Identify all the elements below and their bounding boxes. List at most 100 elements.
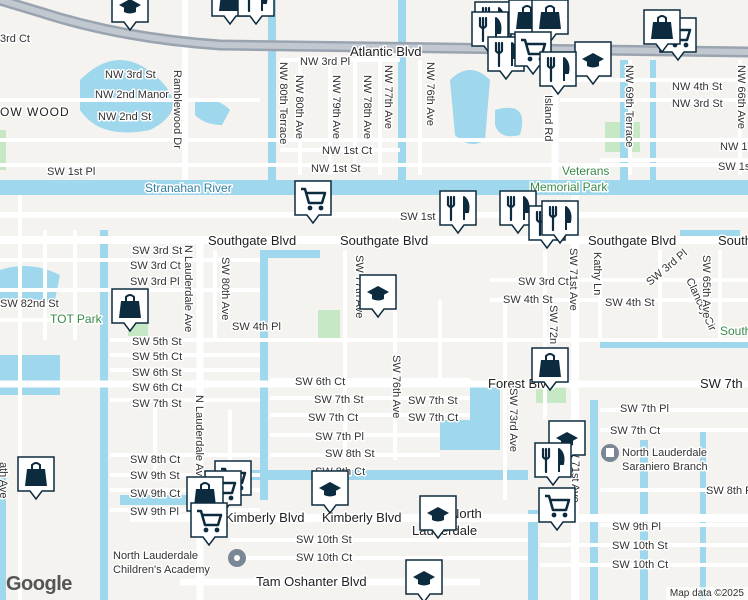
- map-attribution[interactable]: Map data ©2025: [665, 587, 748, 600]
- school-marker[interactable]: [359, 274, 397, 319]
- label-sw-8th-pl-r: SW 8th Pl: [706, 485, 748, 497]
- label-nw-1-r: NW 1: [720, 141, 748, 153]
- label-saraniero-1: North Lauderdale: [622, 447, 707, 459]
- school-marker[interactable]: [405, 559, 443, 600]
- label-sw-3rd-pl: SW 3rd Pl: [130, 276, 180, 288]
- shopping-bag-marker[interactable]: [531, 347, 569, 392]
- label-sw-10th-ct: SW 10th Ct: [296, 552, 352, 564]
- label-nw-4th-st: NW 4th St: [672, 81, 722, 93]
- label-kimberly-blvd-1: Kimberly Blvd: [225, 510, 304, 525]
- minor-roads: [0, 58, 748, 600]
- label-nw-66th-ave: NW 66th Ave: [735, 65, 747, 129]
- label-sw-76th-ave: SW 76th Ave: [390, 355, 402, 418]
- label-ow-wood: OW WOOD: [0, 105, 70, 119]
- label-sw-4th-pl: SW 4th Pl: [232, 321, 281, 333]
- label-childrens-1: North Lauderdale: [113, 550, 198, 562]
- label-tam-oshanter: Tam Oshanter Blvd: [256, 574, 367, 589]
- label-sw-7th-ct: SW 7th Ct: [308, 412, 358, 424]
- label-sw-7th-ct-r: SW 7th Ct: [408, 412, 458, 424]
- label-saraniero-2: Saraniero Branch: [622, 461, 708, 473]
- label-nw-79th-ave: NW 79th Ave: [330, 75, 342, 139]
- label-sw-7th-far: SW 7th: [700, 376, 743, 391]
- highway-atlantic: [0, 0, 748, 58]
- label-kathy-ln: Kathy Ln: [591, 252, 603, 295]
- shopping-bag-marker[interactable]: [643, 9, 681, 54]
- label-sw-71st-ave-top: SW 71st Ave: [567, 248, 579, 311]
- label-tot-park: TOT Park: [50, 312, 103, 326]
- label-sw-72nd: SW 72n: [547, 305, 559, 344]
- label-sw-1st-pl: SW 1st Pl: [47, 166, 95, 178]
- label-n-lauderdale-ave-top: N Lauderdale Ave: [182, 245, 194, 332]
- label-veterans-park-1: Veterans: [562, 164, 609, 178]
- label-nw-78th-ave: NW 78th Ave: [361, 75, 373, 139]
- label-nw-1st-ct: NW 1st Ct: [322, 145, 372, 157]
- label-ramblewood-dr: Ramblewood Dr: [171, 70, 183, 149]
- label-sw-6th-st: SW 6th St: [132, 367, 182, 379]
- label-sw-8th-st: SW 8th St: [325, 448, 375, 460]
- label-nw-3rd-pl: NW 3rd Pl: [300, 56, 350, 68]
- label-north-lauderdale-1: North: [450, 506, 482, 521]
- label-sw-10th-ct-r: SW 10th Ct: [612, 559, 668, 571]
- label-sw-82nd-st: SW 82nd St: [0, 298, 59, 310]
- label-sw-3rd-ct: SW 3rd Ct: [130, 260, 181, 272]
- label-sw-65th-ave: SW 65th Ave: [700, 255, 712, 318]
- school-marker[interactable]: [311, 470, 349, 515]
- shopping-cart-marker[interactable]: [538, 487, 576, 532]
- label-atlantic-blvd: Atlantic Blvd: [350, 44, 422, 59]
- label-sw-7th-st-r: SW 7th St: [408, 395, 458, 407]
- poi-pins: [17, 0, 697, 600]
- label-nw-3rd-st-r: NW 3rd St: [672, 98, 723, 110]
- label-nw-2nd-manor: NW 2nd Manor: [95, 89, 169, 101]
- label-sw-73rd-ave: SW 73rd Ave: [507, 388, 519, 452]
- label-sw-7th-pl: SW 7th Pl: [315, 431, 364, 443]
- label-sw-3rd-ct-r: SW 3rd Ct: [518, 276, 569, 288]
- shopping-cart-marker[interactable]: [294, 180, 332, 225]
- label-childrens-2: Children's Academy: [113, 564, 210, 576]
- label-sw-80th-ave: SW 80th Ave: [219, 257, 231, 320]
- map-labels: Atlantic Blvd Southgate Blvd Southgate B…: [0, 32, 748, 591]
- school-marker-academy[interactable]: [228, 549, 246, 567]
- label-n-lauderdale-ave: N Lauderdale Ave: [193, 395, 205, 482]
- label-stranahan-river: Stranahan River: [145, 181, 232, 195]
- school-marker[interactable]: [574, 41, 612, 86]
- label-southgate-blvd-3: Southgate Blvd: [588, 233, 676, 248]
- restaurant-marker[interactable]: [534, 442, 572, 487]
- label-sw-7th-ct-rr: SW 7th Ct: [610, 425, 660, 437]
- label-sw-1st-r: SW 1st Pl: [718, 161, 748, 173]
- restaurant-marker[interactable]: [499, 190, 537, 235]
- label-southgate-blvd-2: Southgate Blvd: [340, 233, 428, 248]
- restaurant-marker[interactable]: [439, 190, 477, 235]
- label-sw-5th-ct: SW 5th Ct: [132, 351, 182, 363]
- shopping-bag-marker[interactable]: [17, 456, 55, 501]
- label-nw-76th-ave: NW 76th Ave: [424, 62, 436, 126]
- label-south-far: South: [720, 324, 748, 338]
- label-sw-10th-st-r: SW 10th St: [612, 540, 668, 552]
- label-sw-9th-pl-r: SW 9th Pl: [612, 521, 661, 533]
- google-logo: Google: [6, 573, 72, 595]
- label-ath-ave: ath Ave: [0, 462, 9, 499]
- restaurant-marker[interactable]: [541, 200, 579, 245]
- label-sw-5th-st: SW 5th St: [132, 336, 182, 348]
- library-marker[interactable]: [601, 444, 619, 462]
- label-sw-3rd-st: SW 3rd St: [132, 245, 182, 257]
- school-marker[interactable]: [111, 0, 149, 32]
- restaurant-marker[interactable]: [539, 51, 577, 96]
- label-veterans-park-2: Memorial Park: [530, 180, 608, 194]
- school-marker[interactable]: [419, 495, 457, 540]
- label-sw-7th-pl-r: SW 7th Pl: [620, 403, 669, 415]
- label-nw-69th-terrace: NW 69th Terrace: [623, 65, 635, 147]
- label-sw-7th-st: SW 7th St: [314, 394, 364, 406]
- label-nw-77th-ave: NW 77th Ave: [382, 65, 394, 129]
- label-sw-6th-ct: SW 6th Ct: [295, 376, 345, 388]
- label-nw-3rd-st: NW 3rd St: [105, 69, 156, 81]
- label-sw-1st: SW 1st: [400, 211, 435, 223]
- shopping-bag-marker[interactable]: [111, 288, 149, 333]
- label-sw-8th-ct-l: SW 8th Ct: [130, 454, 180, 466]
- shopping-cart-marker[interactable]: [190, 502, 228, 547]
- label-southgate-blvd-1: Southgate Blvd: [208, 233, 296, 248]
- label-sw-4th-st-r: SW 4th St: [503, 294, 553, 306]
- restaurant-marker[interactable]: [237, 0, 275, 26]
- label-sw-6th-ct-l: SW 6th Ct: [132, 382, 182, 394]
